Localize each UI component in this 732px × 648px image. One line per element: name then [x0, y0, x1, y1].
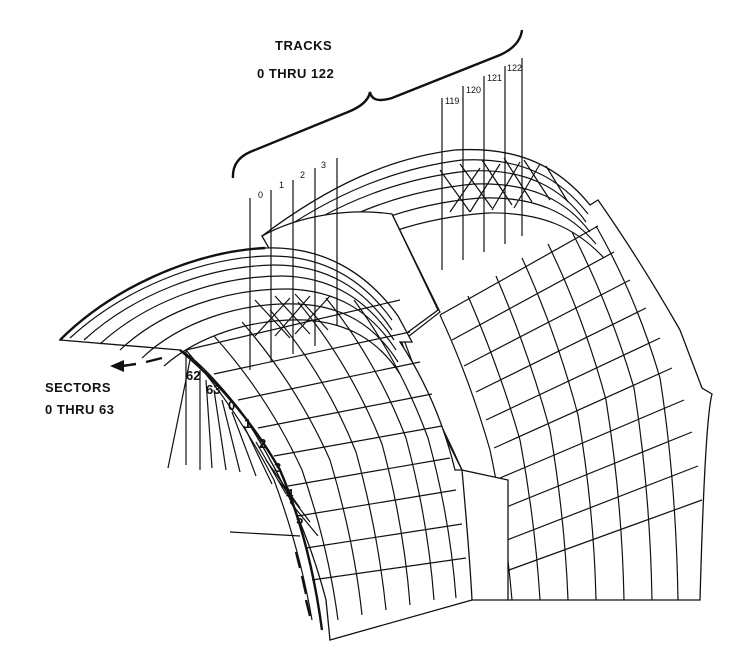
sector-label: 0 [228, 398, 235, 413]
track-label: 1 [279, 180, 284, 190]
track-posts-left [249, 158, 338, 370]
track-label: 0 [258, 190, 263, 200]
tracks-title: TRACKS [275, 38, 332, 53]
sector-label: 4 [286, 486, 294, 501]
tracks-brace [231, 29, 524, 179]
track-label: 121 [487, 73, 502, 83]
sector-label: 63 [206, 382, 220, 397]
sector-label: 1 [244, 416, 251, 431]
track-posts-right [441, 58, 523, 270]
track-label: 3 [321, 160, 326, 170]
sectors-range: 0 THRU 63 [45, 402, 115, 417]
sector-label: 3 [274, 460, 281, 475]
tracks-range: 0 THRU 122 [257, 66, 334, 81]
track-label: 122 [507, 63, 522, 73]
track-label: 2 [300, 170, 305, 180]
track-label: 119 [445, 96, 459, 106]
rotation-arrow [110, 356, 163, 372]
front-drum [58, 246, 473, 641]
sector-label: 62 [186, 368, 200, 383]
track-label: 120 [466, 85, 481, 95]
sector-label: 5 [296, 512, 303, 527]
sectors-title: SECTORS [45, 380, 111, 395]
sector-label: 2 [259, 436, 266, 451]
